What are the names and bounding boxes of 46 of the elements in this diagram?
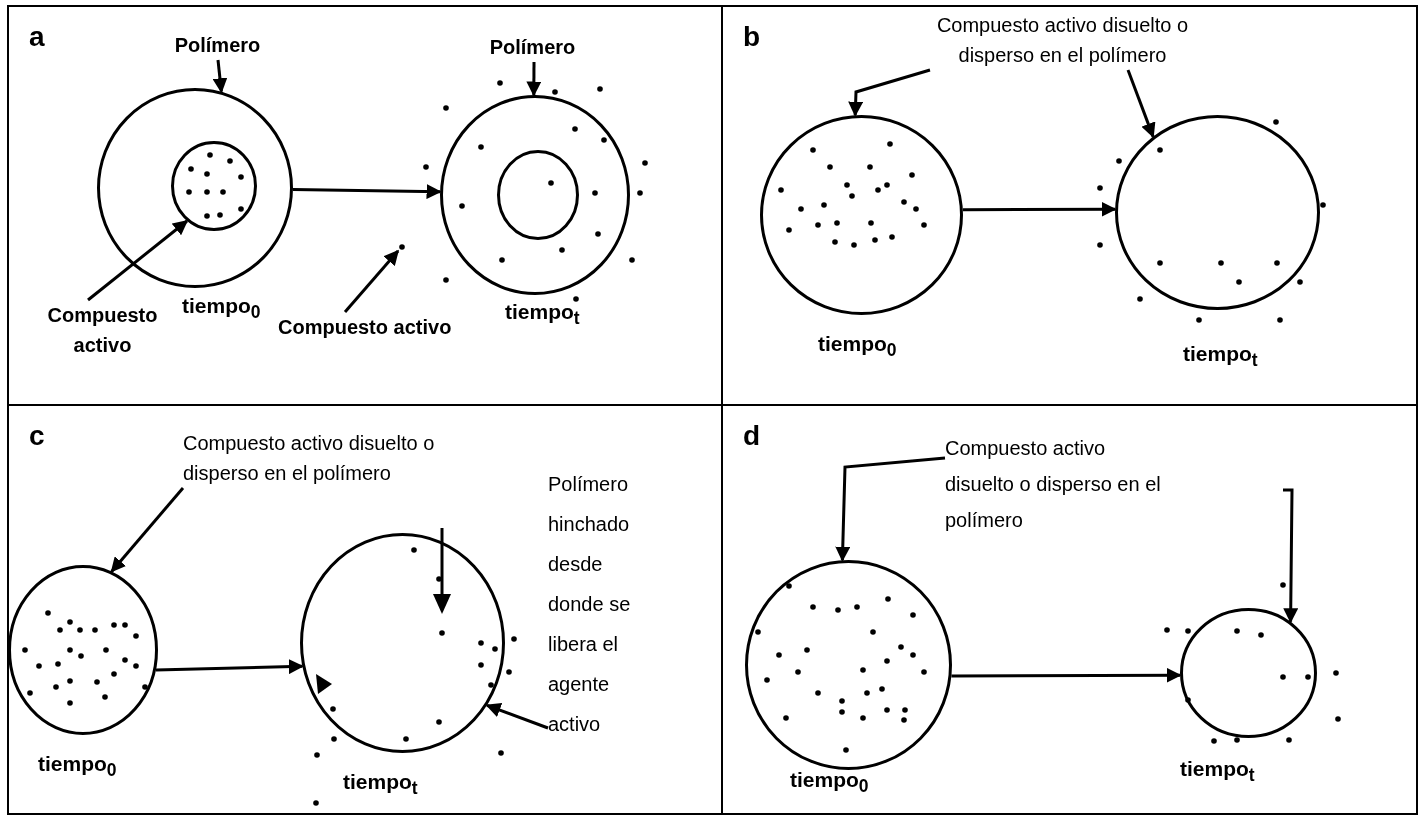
circle-outline	[97, 88, 293, 288]
time-label: tiempo$_{0}$	[818, 332, 897, 362]
circle-outline	[1115, 115, 1320, 310]
callout-label: Polímero	[160, 30, 275, 60]
leader-arrow	[212, 59, 228, 94]
time-label: tiempo$_{0}$	[182, 294, 261, 324]
arrow	[951, 667, 1182, 683]
callout-label: Compuesto activo disuelto o disperso en el polímero	[930, 10, 1195, 70]
circle-outline	[8, 565, 158, 735]
panel-frame	[721, 404, 1418, 815]
arrow	[962, 201, 1117, 217]
callout-label: Compuesto activo disuelto o disperso en el polímero	[945, 430, 1165, 538]
time-label: tiempo$_{0}$	[38, 752, 117, 782]
leader-arrow	[110, 487, 185, 573]
leader-arrow	[848, 68, 931, 117]
leader-arrow	[87, 219, 189, 302]
leader-arrow	[343, 249, 400, 313]
callout-label: Compuesto activo	[40, 300, 165, 360]
callout-label: Compuesto activo	[278, 312, 458, 342]
arrow	[1283, 488, 1299, 624]
callout-label: Polímero hinchado desde donde se libera el agente activo	[548, 464, 648, 744]
circle-outline	[440, 95, 630, 295]
panel-frame	[7, 5, 723, 406]
circle-outline	[760, 115, 963, 315]
time-label: tiempo$_{0}$	[790, 768, 869, 798]
panel-letter: d	[743, 420, 761, 452]
circle-outline	[745, 560, 952, 770]
circle-outline	[300, 533, 505, 753]
leader-arrow	[526, 62, 542, 97]
time-label: tiempo$_{t}$	[1183, 342, 1258, 372]
leader-arrow	[485, 702, 549, 730]
callout-label: Polímero	[475, 32, 590, 62]
time-label: tiempo$_{t}$	[1180, 757, 1255, 787]
arrow	[155, 659, 304, 675]
circle-outline	[1180, 608, 1317, 738]
arrow	[292, 184, 442, 200]
panel-letter: b	[743, 21, 761, 53]
time-label: tiempo$_{t}$	[505, 300, 580, 330]
time-label: tiempo$_{t}$	[343, 770, 418, 800]
leader-arrow	[835, 456, 946, 562]
panel-letter: a	[29, 21, 45, 53]
callout-label: Compuesto activo disuelto o disperso en el polímero	[183, 428, 483, 488]
leader-arrow	[1126, 69, 1156, 139]
circle-outline	[171, 141, 257, 231]
circle-outline	[497, 150, 579, 240]
panel-letter: c	[29, 420, 45, 452]
